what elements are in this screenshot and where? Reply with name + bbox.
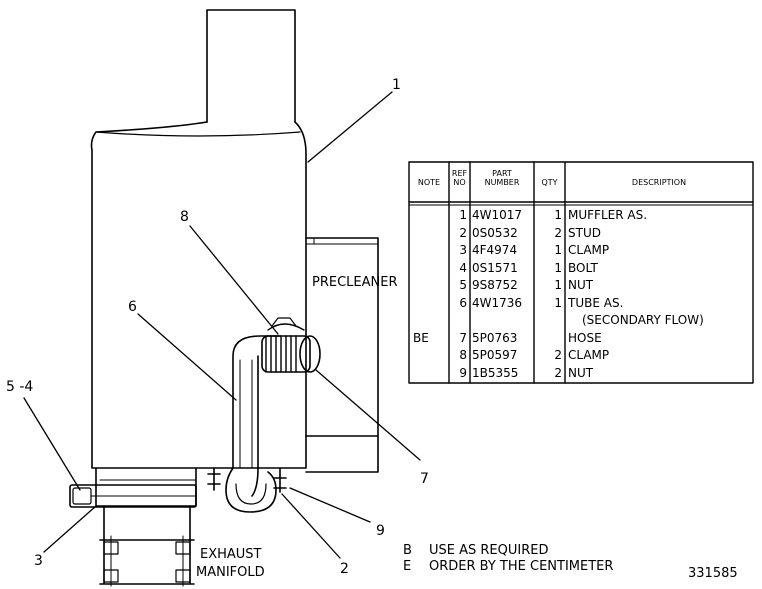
callout-5-4: 5 -4: [6, 379, 34, 395]
leader-1: [307, 91, 393, 163]
callout-7: 7: [420, 471, 429, 487]
table-cell-ref: 3: [459, 243, 467, 257]
header-ref-line1: REF: [451, 169, 468, 178]
header-description: DESCRIPTION: [631, 178, 687, 187]
leader-6: [137, 313, 237, 401]
hose: [261, 335, 321, 373]
header-ref: REF NO: [449, 169, 470, 187]
muffler-body: [90, 121, 307, 469]
table-cell-part: 1B5355: [472, 365, 519, 380]
leader-8: [189, 225, 279, 335]
table-cell-ref: 6: [459, 295, 467, 310]
table-cell-desc: HOSE: [568, 330, 602, 345]
table-cell-ref: 9: [459, 365, 467, 380]
stud-right: [273, 467, 287, 493]
parts-table-grid: [408, 161, 754, 384]
document-number: 331585: [688, 566, 738, 581]
exhaust-manifold-flange: [99, 505, 195, 585]
table-cell-part: 4W1017: [472, 208, 523, 222]
table-cell-desc: CLAMP: [568, 348, 610, 362]
leader-5-4: [23, 397, 81, 491]
note-key: E: [403, 559, 412, 574]
table-cell-ref: 4: [459, 260, 467, 275]
table-cell-desc: MUFFLER AS.: [568, 208, 648, 222]
notes-legend: B USE AS REQUIRED E ORDER BY THE CENTIMETE…: [403, 543, 613, 575]
table-cell-desc: STUD: [568, 225, 601, 240]
table-cell-ref: 8: [459, 348, 467, 362]
table-cell-part: 4W1736: [472, 295, 523, 310]
table-cell-qty: 1: [554, 278, 562, 292]
table-cell-part: 9S8752: [472, 278, 518, 292]
table-cell-desc: CLAMP: [568, 243, 610, 257]
callout-8: 8: [180, 209, 189, 225]
hose-clamp: [267, 317, 305, 331]
header-part-line1: PART: [492, 169, 512, 178]
note-text: USE AS REQUIRED: [429, 543, 549, 558]
note-key: B: [403, 543, 412, 558]
table-cell-desc: TUBE AS.: [568, 295, 624, 310]
leader-9: [289, 487, 371, 523]
table-cell-part: 4F4974: [472, 243, 518, 257]
note-row: E ORDER BY THE CENTIMETER: [403, 559, 613, 575]
table-cell-ref: 1: [459, 208, 467, 222]
header-ref-line2: NO: [453, 178, 466, 187]
callout-9: 9: [376, 523, 385, 539]
header-qty: QTY: [541, 178, 558, 187]
header-part-number: PART NUMBER: [470, 169, 534, 187]
header-note: NOTE: [417, 178, 441, 187]
callout-6: 6: [128, 299, 137, 315]
precleaner-housing: [305, 237, 379, 473]
table-cell-ref: 2: [459, 225, 467, 240]
precleaner-label: PRECLEANER: [312, 275, 398, 290]
table-cell-part: 0S0532: [472, 225, 518, 240]
table-cell-desc: NUT: [568, 365, 594, 380]
table-cell-ref: 5: [459, 278, 467, 292]
table-cell-ref: 7: [459, 330, 467, 345]
table-cell-qty: 1: [554, 243, 562, 257]
table-cell-desc: BOLT: [568, 260, 598, 275]
leader-lines: [23, 91, 421, 559]
parts-list-table: NOTE REF NO PART NUMBER QTY DESCRIPTION: [409, 162, 753, 383]
table-cell-qty: 2: [554, 225, 562, 240]
manifold-label: MANIFOLD: [196, 565, 265, 580]
secondary-flow-tube: [225, 335, 281, 513]
base-flange: [95, 467, 197, 507]
note-row: B USE AS REQUIRED: [403, 543, 613, 559]
stud-left: [207, 467, 221, 491]
table-cell-qty: 1: [554, 208, 562, 222]
exhaust-label: EXHAUST: [200, 547, 262, 562]
header-part-line2: NUMBER: [484, 178, 520, 187]
table-cell-part: 5P0597: [472, 348, 518, 362]
table-cell-qty: 2: [554, 348, 562, 362]
table-cell-desc: (SECONDARY FLOW): [582, 313, 704, 327]
note-text: ORDER BY THE CENTIMETER: [429, 559, 614, 574]
leader-3: [43, 505, 97, 553]
leader-2: [281, 493, 341, 559]
table-cell-qty: 2: [554, 365, 562, 380]
table-cell-part: 5P0763: [472, 330, 518, 345]
callout-1: 1: [392, 77, 401, 93]
leader-7: [315, 369, 421, 461]
callout-3: 3: [34, 553, 43, 569]
table-cell-qty: 1: [554, 295, 562, 310]
muffler-shoulder: [95, 131, 301, 137]
outlet-stack: [206, 9, 296, 123]
table-cell-note: BE: [413, 330, 429, 345]
table-cell-part: 0S1571: [472, 260, 518, 275]
callout-2: 2: [340, 561, 349, 577]
table-cell-desc: NUT: [568, 278, 594, 292]
table-cell-qty: 1: [554, 260, 562, 275]
